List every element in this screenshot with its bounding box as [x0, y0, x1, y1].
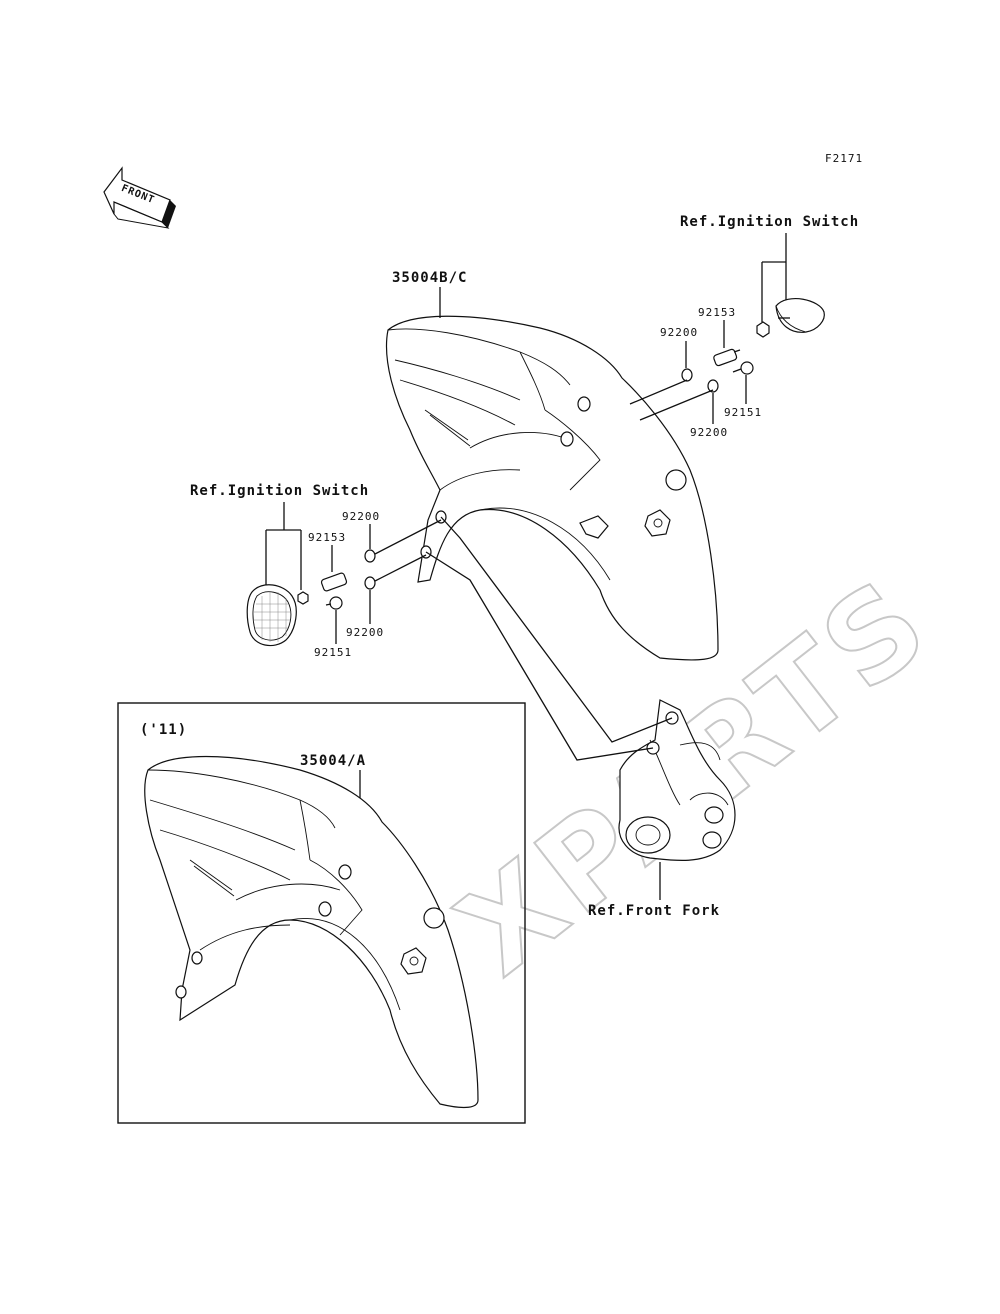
- inset-title: ('11): [140, 722, 187, 738]
- screw-right-92151: [732, 361, 754, 375]
- label-ref-ignition-left: Ref.Ignition Switch: [190, 483, 369, 499]
- front-fender-main: [385, 315, 719, 661]
- leader-line-fork-upper: [440, 516, 673, 743]
- washer-right-lower: [707, 379, 719, 393]
- leader-line-fork-lower: [425, 551, 654, 761]
- bracket-ref-ignition-left: [265, 502, 302, 590]
- label-l-92200-b: 92200: [346, 626, 384, 639]
- label-l-92151: 92151: [314, 646, 352, 659]
- reflector-right: [775, 298, 825, 333]
- washer-left-lower: [364, 576, 376, 590]
- leader-right-washer-b: [639, 389, 714, 421]
- screw-left-92151: [325, 596, 343, 610]
- front-arrow-icon: FRONT: [103, 166, 176, 229]
- label-ref-ignition-top: Ref.Ignition Switch: [680, 214, 859, 230]
- leader-right-washer-a: [629, 379, 688, 405]
- washer-right-upper: [681, 368, 693, 382]
- spacer-left-92153: [320, 572, 348, 592]
- leader-left-washer-a: [374, 519, 442, 555]
- label-fender-main: 35004B/C: [392, 270, 467, 286]
- label-l-92200-a: 92200: [342, 510, 380, 523]
- label-r-92200-b: 92200: [690, 426, 728, 439]
- nut-left: [297, 591, 309, 605]
- bracket-ref-ignition-top: [761, 233, 787, 322]
- inset-box: [117, 702, 526, 1124]
- nut-right: [756, 321, 770, 338]
- label-ref-front-fork: Ref.Front Fork: [588, 903, 720, 919]
- front-fender-inset: [144, 755, 479, 1109]
- label-r-92153: 92153: [698, 306, 736, 319]
- washer-left-upper: [364, 549, 376, 563]
- figure-code: F2171: [825, 152, 863, 165]
- spacer-right-92153: [713, 348, 741, 367]
- label-l-92153: 92153: [308, 531, 346, 544]
- label-fender-inset: 35004/A: [300, 753, 366, 769]
- front-fork-bracket: [618, 699, 736, 862]
- leader-left-washer-b: [374, 554, 427, 582]
- reflector-left: [246, 584, 297, 647]
- label-r-92151: 92151: [724, 406, 762, 419]
- label-r-92200-a: 92200: [660, 326, 698, 339]
